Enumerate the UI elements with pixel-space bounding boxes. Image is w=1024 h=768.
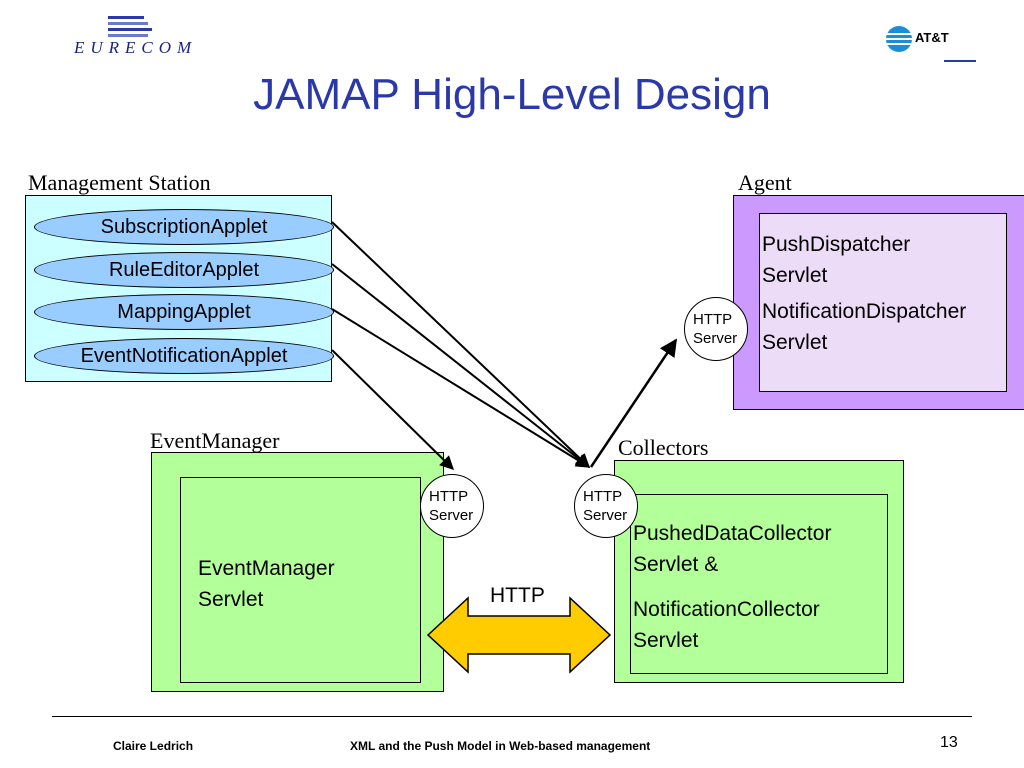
collectors-label: Collectors bbox=[618, 435, 709, 460]
arrow-collectors-to-agent bbox=[589, 338, 678, 468]
http-server-line: Server bbox=[693, 330, 738, 347]
eurecom-logo: EURECOM bbox=[74, 14, 194, 60]
event-manager-text: EventManager Servlet bbox=[198, 553, 335, 615]
applet-oval-event-notification: EventNotificationApplet bbox=[34, 338, 334, 374]
http-server-line: Server bbox=[429, 507, 474, 524]
footer-rule bbox=[52, 716, 972, 717]
page-number: 13 bbox=[940, 734, 958, 751]
att-globe-icon bbox=[886, 26, 912, 52]
agent-label: Agent bbox=[738, 170, 792, 195]
http-double-arrow bbox=[426, 596, 612, 674]
collectors-inner-box bbox=[630, 494, 888, 674]
footer-subject: XML and the Push Model in Web-based mana… bbox=[350, 739, 651, 753]
event-manager-line: EventManager bbox=[198, 557, 335, 580]
collectors-line: NotificationCollector bbox=[633, 598, 820, 621]
applet-label: RuleEditorApplet bbox=[108, 259, 260, 281]
http-server-line: HTTP bbox=[583, 488, 623, 505]
agent-text: PushDispatcher Servlet NotificationDispa… bbox=[762, 229, 1024, 358]
att-logo-text: AT&T bbox=[915, 30, 949, 45]
event-manager-http-server-circle: HTTP Server bbox=[420, 474, 484, 538]
collectors-line: Servlet bbox=[633, 629, 699, 652]
http-server-line: HTTP bbox=[693, 311, 733, 328]
event-manager-inner-box bbox=[180, 477, 421, 683]
eurecom-logo-mark bbox=[108, 16, 152, 37]
applet-oval-mapping: MappingApplet bbox=[34, 294, 334, 330]
applet-oval-subscription: SubscriptionApplet bbox=[34, 209, 334, 245]
collectors-line: PushedDataCollector bbox=[633, 522, 832, 545]
att-logo: AT&T bbox=[884, 24, 954, 54]
applet-label: MappingApplet bbox=[117, 301, 251, 323]
applet-label: EventNotificationApplet bbox=[80, 345, 288, 367]
agent-line: PushDispatcher bbox=[762, 233, 911, 256]
agent-line: Servlet bbox=[762, 264, 828, 287]
collectors-http-server-circle: HTTP Server bbox=[574, 474, 638, 538]
agent-http-server-circle: HTTP Server bbox=[684, 297, 748, 361]
page-title: JAMAP High-Level Design bbox=[253, 70, 771, 119]
agent-line: NotificationDispatcher bbox=[762, 300, 967, 323]
arrow-subscription-to-collectors bbox=[331, 221, 591, 468]
header-rule bbox=[944, 60, 976, 62]
collectors-line: Servlet & bbox=[633, 553, 719, 576]
applet-oval-rule-editor: RuleEditorApplet bbox=[34, 252, 334, 288]
footer-author: Claire Ledrich bbox=[113, 739, 194, 753]
http-server-line: Server bbox=[583, 507, 628, 524]
arrow-mapping-to-collectors bbox=[331, 308, 591, 468]
eurecom-logo-text: EURECOM bbox=[74, 38, 198, 57]
agent-line: Servlet bbox=[762, 331, 828, 354]
http-server-line: HTTP bbox=[429, 488, 469, 505]
arrow-event-notification-to-event-manager bbox=[331, 349, 454, 470]
agent-inner-box bbox=[759, 213, 1007, 392]
management-station-label: Management Station bbox=[28, 170, 211, 195]
arrow-rule-editor-to-collectors bbox=[331, 263, 591, 468]
http-arrow-label: HTTP bbox=[490, 584, 545, 607]
event-manager-label: EventManager bbox=[150, 428, 280, 453]
event-manager-line: Servlet bbox=[198, 588, 264, 611]
collectors-text: PushedDataCollector Servlet & Notificati… bbox=[633, 518, 831, 656]
applet-label: SubscriptionApplet bbox=[100, 216, 268, 238]
